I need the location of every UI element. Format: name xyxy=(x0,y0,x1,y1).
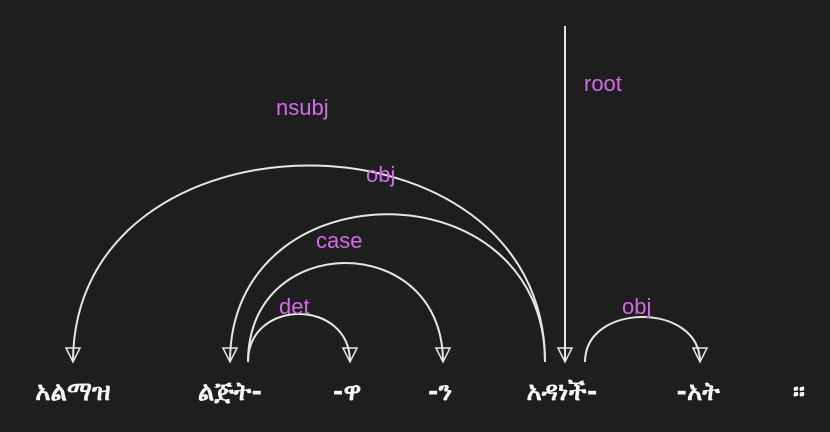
nsubj-label: nsubj xyxy=(276,95,329,120)
root-arrowhead xyxy=(556,347,574,364)
obj-label-2: obj xyxy=(622,294,651,319)
case-arrowhead xyxy=(434,347,452,364)
token-at: -አት xyxy=(676,377,720,407)
token-n: -ን xyxy=(428,377,452,407)
det-label: det xyxy=(279,294,310,319)
det-arc xyxy=(247,313,351,363)
token-almaz: አልማዝ xyxy=(35,377,110,407)
nsubj-arrowhead xyxy=(64,347,82,364)
det-arrowhead xyxy=(341,347,359,364)
obj-arrowhead-1 xyxy=(221,347,239,364)
case-arc xyxy=(247,262,444,363)
token-lijit: ልጅት- xyxy=(198,377,262,407)
obj-label-1: obj xyxy=(366,162,395,187)
case-label: case xyxy=(316,228,362,253)
root-label: root xyxy=(584,71,622,96)
obj-arc-2 xyxy=(584,316,701,363)
obj-arrowhead-2 xyxy=(691,347,709,364)
nsubj-arc xyxy=(72,164,546,363)
token-wa: -ዋ xyxy=(333,377,362,407)
obj-arc-1 xyxy=(229,213,546,363)
token-period: ። xyxy=(793,377,805,407)
token-adanech: አዳነች- xyxy=(527,377,598,407)
